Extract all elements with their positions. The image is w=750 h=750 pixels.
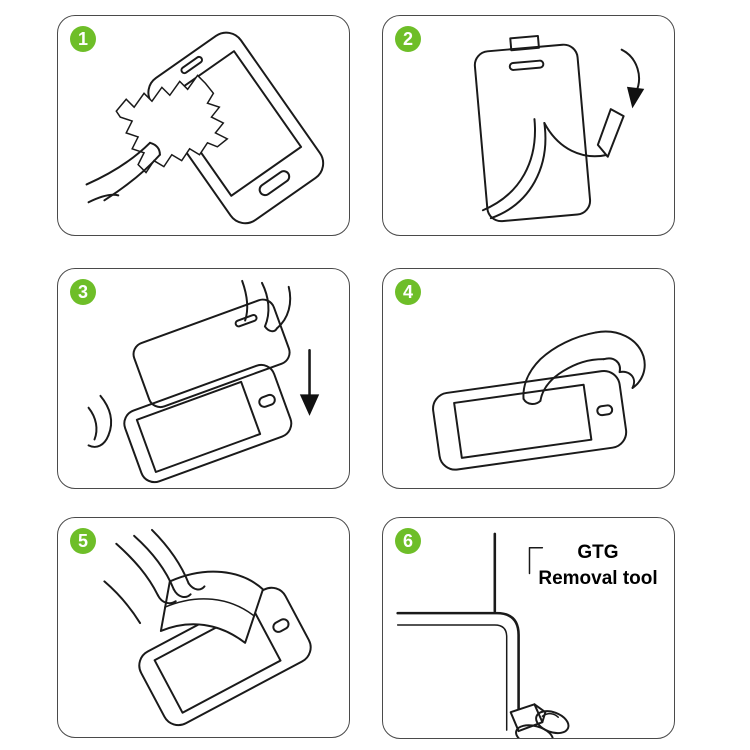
step-number: 6 [403,531,413,551]
step-panel-6: 6 GTG Removal tool [382,517,675,739]
step-panel-2: 2 [382,15,675,236]
step-number: 5 [78,531,88,551]
step-6-badge: 6 [395,528,421,554]
step-2-badge: 2 [395,26,421,52]
step-2-illustration [473,34,645,223]
badge-circle [70,26,96,52]
arrow-down-icon [299,348,320,416]
step-6-illustration [396,532,570,738]
step-number: 4 [403,282,413,302]
step-panel-4: 4 [382,268,675,489]
step-1-badge: 1 [70,26,96,52]
phone-drawing [123,363,293,484]
phone-drawing [432,370,628,471]
removal-tool-label-line1: GTG [577,542,619,563]
badge-circle [395,528,421,554]
step-1-illustration [85,31,325,225]
badge-circle [70,528,96,554]
curved-arrow-icon [620,48,645,109]
badge-circle [395,26,421,52]
step-number: 2 [403,29,413,49]
removal-tool-label-line2: Removal tool [538,567,658,589]
peeling-film-drawing [481,108,625,220]
step-panel-3: 3 [57,268,350,489]
step-3-illustration [87,279,320,484]
step-5-badge: 5 [70,528,96,554]
card-drawing [159,570,264,644]
step-panel-1: 1 [57,15,350,236]
step-4-illustration [432,330,646,471]
step-3-badge: 3 [70,279,96,305]
removal-tool-label: GTG Removal tool [523,540,673,591]
step-5-illustration [103,528,312,727]
pinching-fingers-drawing [515,710,570,738]
badge-circle [70,279,96,305]
badge-circle [395,279,421,305]
step-number: 1 [78,29,88,49]
upper-hand-drawing [241,279,292,333]
step-4-badge: 4 [395,279,421,305]
hand-drawing [85,141,161,204]
screen-corner-drawing [396,532,520,732]
step-panel-5: 5 [57,517,350,738]
protector-drawing [473,34,592,223]
hand-drawing [103,528,206,625]
pressing-hand-drawing [522,330,646,405]
label-leader-line [528,546,544,575]
step-number: 3 [78,282,88,302]
lower-hand-drawing [87,394,113,448]
removal-tab-drawing [509,703,547,733]
